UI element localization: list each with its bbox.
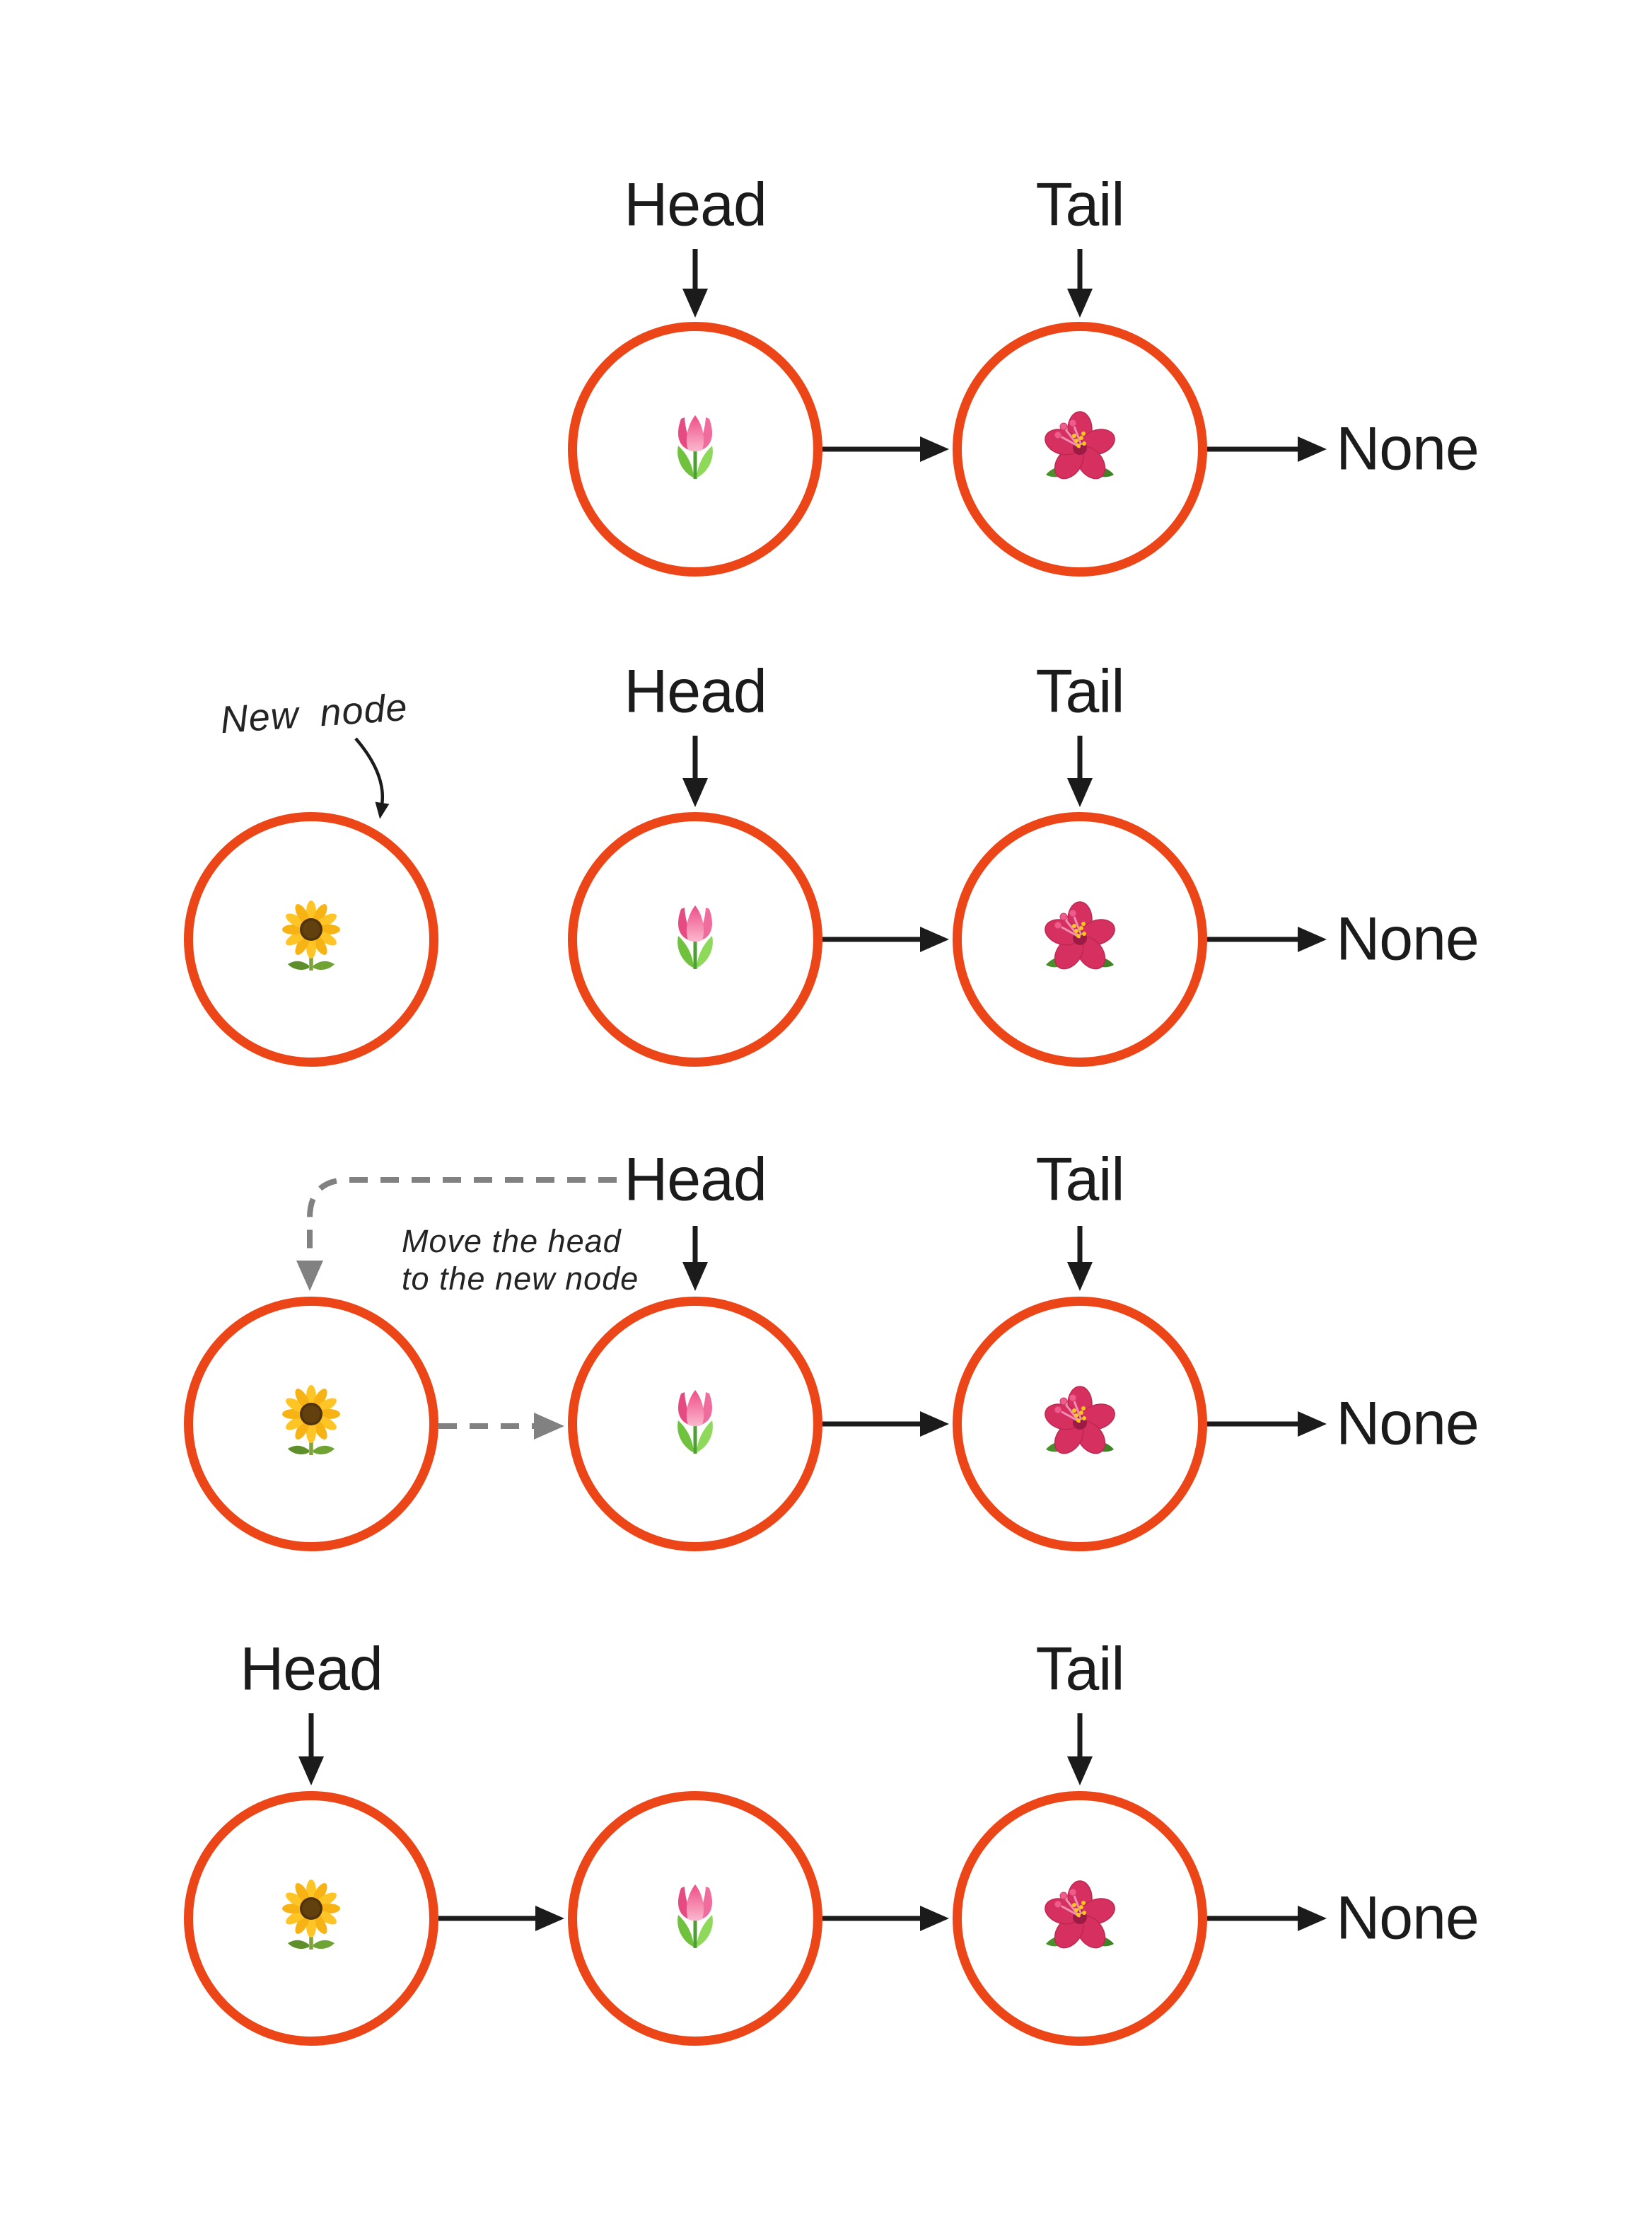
none-label-step3: None [1336, 1389, 1479, 1458]
tulip-icon [653, 1382, 738, 1466]
node-tulip-step1 [568, 322, 822, 577]
move-head-line2: to the new node [402, 1261, 639, 1297]
none-label-step4: None [1336, 1884, 1479, 1952]
head-label-step4: Head [240, 1635, 383, 1703]
hibiscus-icon [1037, 407, 1122, 492]
hibiscus-icon [1037, 1876, 1122, 1961]
sunflower-icon [269, 1876, 354, 1961]
node-hibiscus-step3 [953, 1297, 1207, 1551]
new-node-pointer-arrow [354, 737, 390, 819]
tulip-icon [653, 407, 738, 492]
node-sunflower-step4 [184, 1791, 438, 2046]
tail-label-step2: Tail [1035, 657, 1124, 726]
move-head-annotation: Move the head to the new node [402, 1222, 639, 1297]
node-hibiscus-step4 [953, 1791, 1207, 2046]
new-node-annotation: New node [219, 685, 409, 742]
tulip-icon [653, 897, 738, 982]
hibiscus-icon [1037, 1382, 1122, 1466]
head-label-step3: Head [624, 1145, 767, 1214]
node-hibiscus-step2 [953, 812, 1207, 1067]
hibiscus-icon [1037, 897, 1122, 982]
node-sunflower-step2 [184, 812, 438, 1067]
node-tulip-step2 [568, 812, 822, 1067]
move-head-line1: Move the head [402, 1223, 622, 1259]
none-label-step2: None [1336, 905, 1479, 973]
head-label-step1: Head [624, 170, 767, 239]
node-tulip-step3 [568, 1297, 822, 1551]
tail-label-step4: Tail [1035, 1635, 1124, 1703]
node-sunflower-step3 [184, 1297, 438, 1551]
sunflower-icon [269, 897, 354, 982]
tail-label-step1: Tail [1035, 170, 1124, 239]
tail-label-step3: Tail [1035, 1145, 1124, 1214]
node-hibiscus-step1 [953, 322, 1207, 577]
sunflower-icon [269, 1382, 354, 1466]
head-label-step2: Head [624, 657, 767, 726]
tulip-icon [653, 1876, 738, 1961]
node-tulip-step4 [568, 1791, 822, 2046]
none-label-step1: None [1336, 415, 1479, 483]
